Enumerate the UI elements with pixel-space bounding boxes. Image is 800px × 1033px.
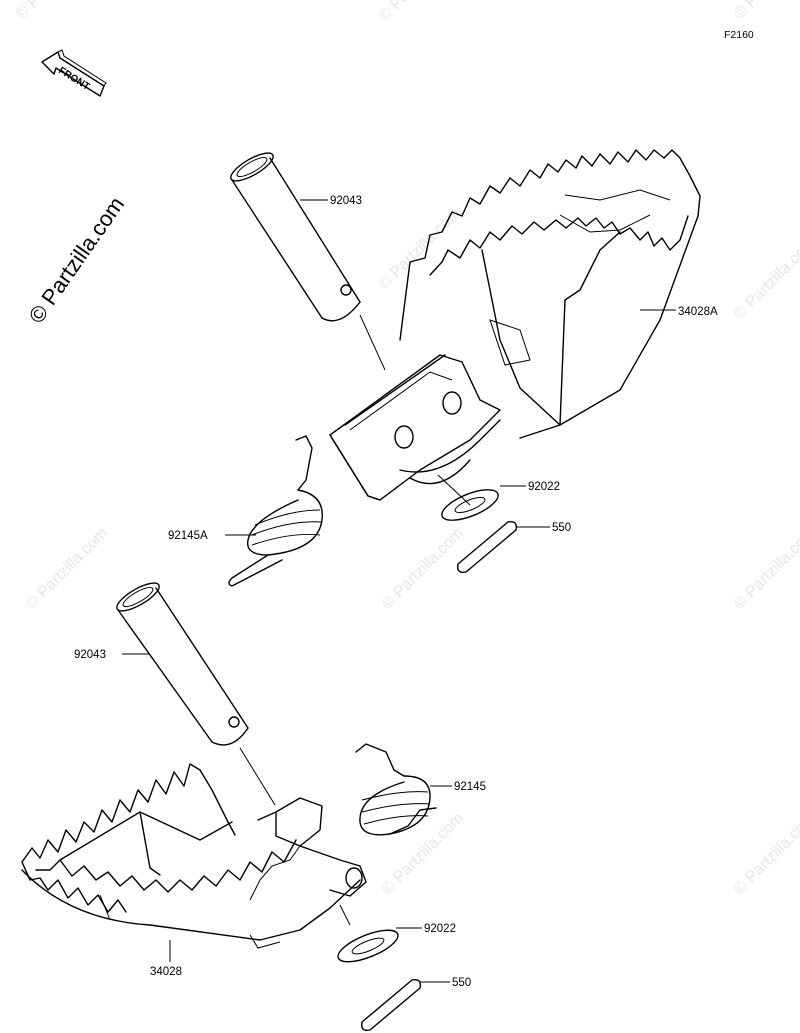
spring-lower — [355, 743, 437, 836]
label-cotter-lower: 550 — [452, 977, 471, 989]
label-pin-upper: 92043 — [330, 195, 362, 207]
watermark: © Partzilla.com — [731, 0, 800, 23]
cotter-lower — [360, 978, 422, 1032]
watermarks: © Partzilla.com © Partzilla.com © Partzi… — [13, 0, 800, 898]
watermark: © Partzilla.com — [23, 525, 111, 613]
label-washer-lower: 92022 — [424, 923, 456, 935]
washer-upper — [441, 489, 499, 521]
brand-label: © Partzilla.com — [24, 192, 130, 328]
label-spring-lower: 92145 — [454, 781, 486, 793]
watermark: © Partzilla.com — [13, 0, 101, 23]
label-footpeg-lower: 34028 — [150, 966, 182, 978]
pin-upper — [230, 152, 386, 371]
watermark: © Partzilla.com — [379, 525, 467, 613]
washer-lower — [337, 929, 399, 963]
watermark: © Partzilla.com — [376, 0, 464, 25]
label-footpeg-upper: 34028A — [678, 306, 718, 318]
label-pin-lower: 92043 — [74, 649, 106, 661]
watermark: © Partzilla.com — [731, 810, 800, 898]
cotter-upper — [456, 520, 518, 574]
watermark: © Partzilla.com — [731, 235, 800, 323]
footpeg-upper — [329, 149, 701, 506]
label-spring-upper: 92145A — [168, 530, 208, 542]
front-label: FRONT — [56, 65, 91, 93]
label-cotter-upper: 550 — [552, 522, 571, 534]
label-washer-upper: 92022 — [528, 481, 560, 493]
watermark: © Partzilla.com — [379, 810, 467, 898]
front-arrow-icon: FRONT — [41, 49, 107, 97]
watermark: © Partzilla.com — [376, 205, 464, 293]
pin-lower — [116, 582, 276, 806]
spring-upper — [228, 435, 323, 587]
diagram-code: F2160 — [724, 29, 754, 41]
watermark: © Partzilla.com — [731, 525, 800, 613]
footpeg-lower — [21, 763, 367, 949]
